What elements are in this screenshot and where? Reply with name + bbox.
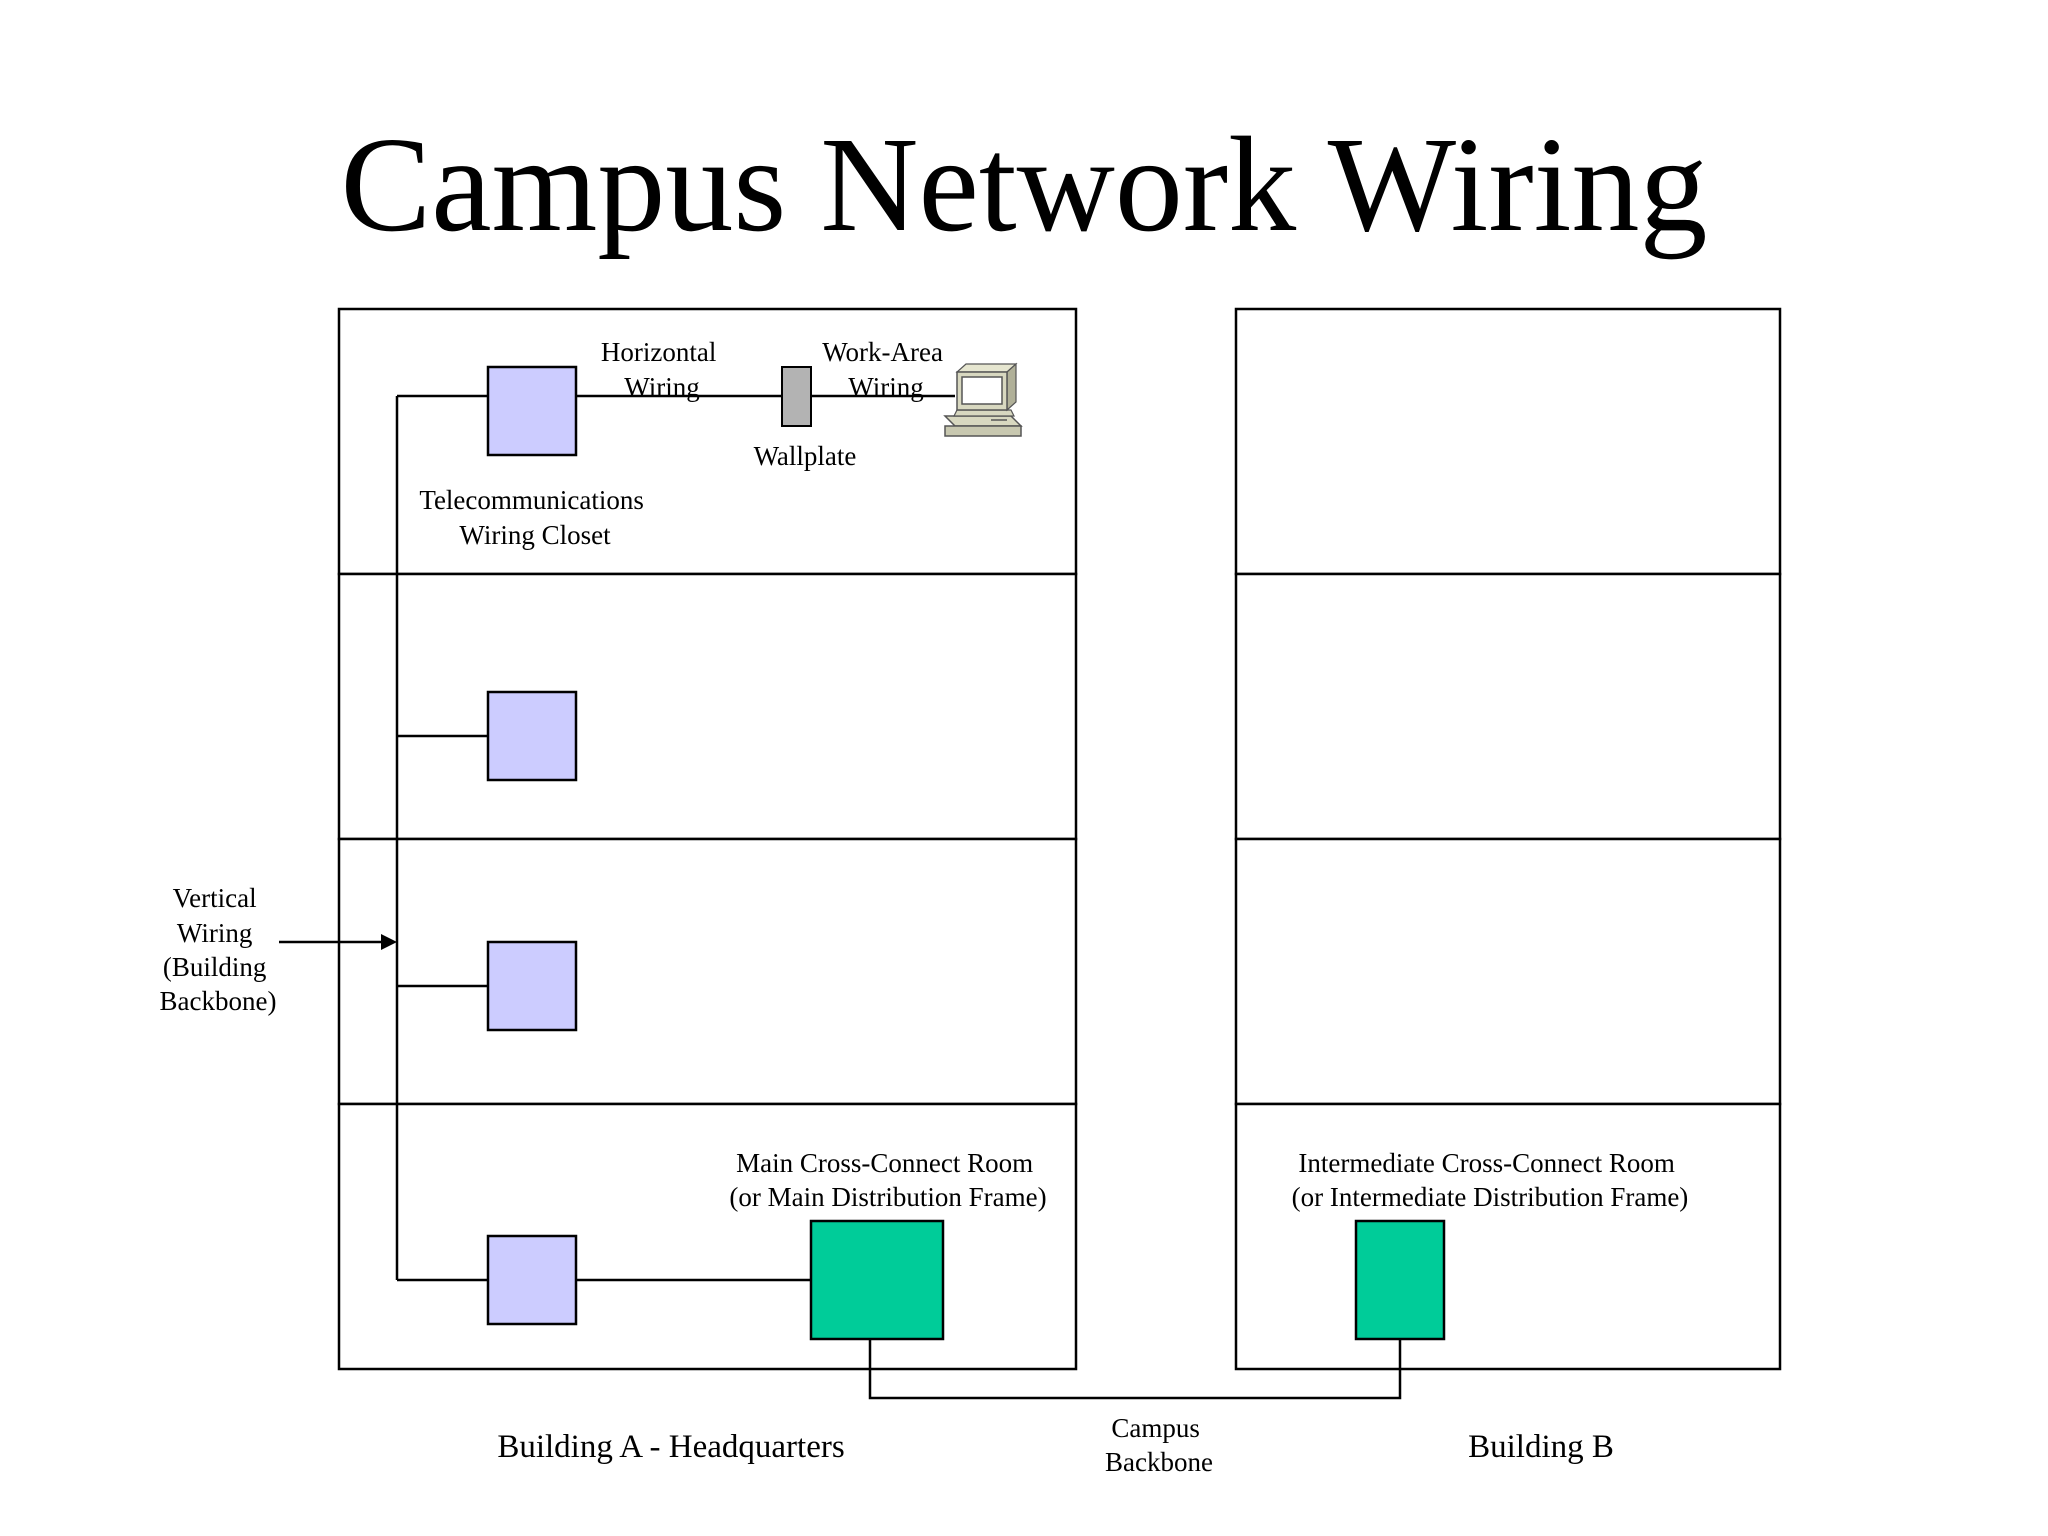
building-a-floor-3 [337, 572, 1078, 841]
main-cross-connect-box [809, 1219, 945, 1341]
wiring-closet-floor-1 [486, 1234, 578, 1326]
page-title: Campus Network Wiring [341, 110, 1708, 260]
wallplate-label: Wallplate [754, 441, 857, 471]
vertical-wiring-lines [395, 394, 488, 1282]
building-a-floor-1 [337, 1102, 1078, 1371]
wiring-closet-floor-3 [486, 690, 578, 782]
wiring-closet-floor-4 [486, 365, 578, 457]
building-b-floor-1 [1234, 1102, 1782, 1371]
building-a-label: Building A - Headquarters [497, 1429, 844, 1465]
building-b-floor-2 [1234, 837, 1782, 1106]
horizontal-wiring-label: Horizontal Wiring [601, 337, 723, 402]
computer-icon [943, 362, 1023, 437]
intermediate-cross-connect-label: Intermediate Cross-Connect Room (or Inte… [1292, 1148, 1689, 1212]
campus-backbone-line [868, 1339, 1402, 1400]
main-cross-connect-label: Main Cross-Connect Room (or Main Distrib… [729, 1148, 1046, 1212]
building-b-label: Building B [1468, 1429, 1614, 1465]
telecom-closet-label: Telecommunications Wiring Closet [419, 485, 650, 550]
wallplate [781, 366, 812, 427]
work-area-wiring-label: Work-Area Wiring [822, 337, 950, 402]
building-a [337, 307, 1078, 1371]
vertical-wiring-label: Vertical Wiring (Building Backbone) [160, 883, 277, 1016]
intermediate-cross-connect-box [1354, 1219, 1446, 1341]
vertical-wiring-arrow [279, 934, 397, 950]
building-a-floor-4 [337, 307, 1078, 576]
building-a-floor-2 [337, 837, 1078, 1106]
wiring-closet-floor-2 [486, 940, 578, 1032]
building-b-floor-4 [1234, 307, 1782, 576]
building-b-floor-3 [1234, 572, 1782, 841]
building-b [1234, 307, 1782, 1371]
campus-backbone-label: Campus Backbone [1105, 1413, 1213, 1477]
